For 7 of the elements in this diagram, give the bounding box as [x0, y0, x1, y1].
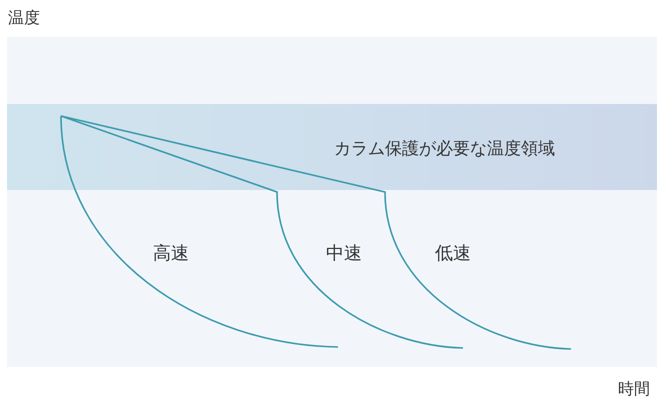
band-label: カラム保護が必要な温度領域: [334, 141, 555, 158]
curve-label: 低速: [435, 245, 471, 263]
curve-label: 高速: [153, 245, 189, 263]
temperature-band: [7, 104, 657, 190]
curve-label: 中速: [326, 245, 362, 263]
axis-label: 時間: [618, 381, 650, 397]
axis-label: 温度: [8, 10, 40, 26]
